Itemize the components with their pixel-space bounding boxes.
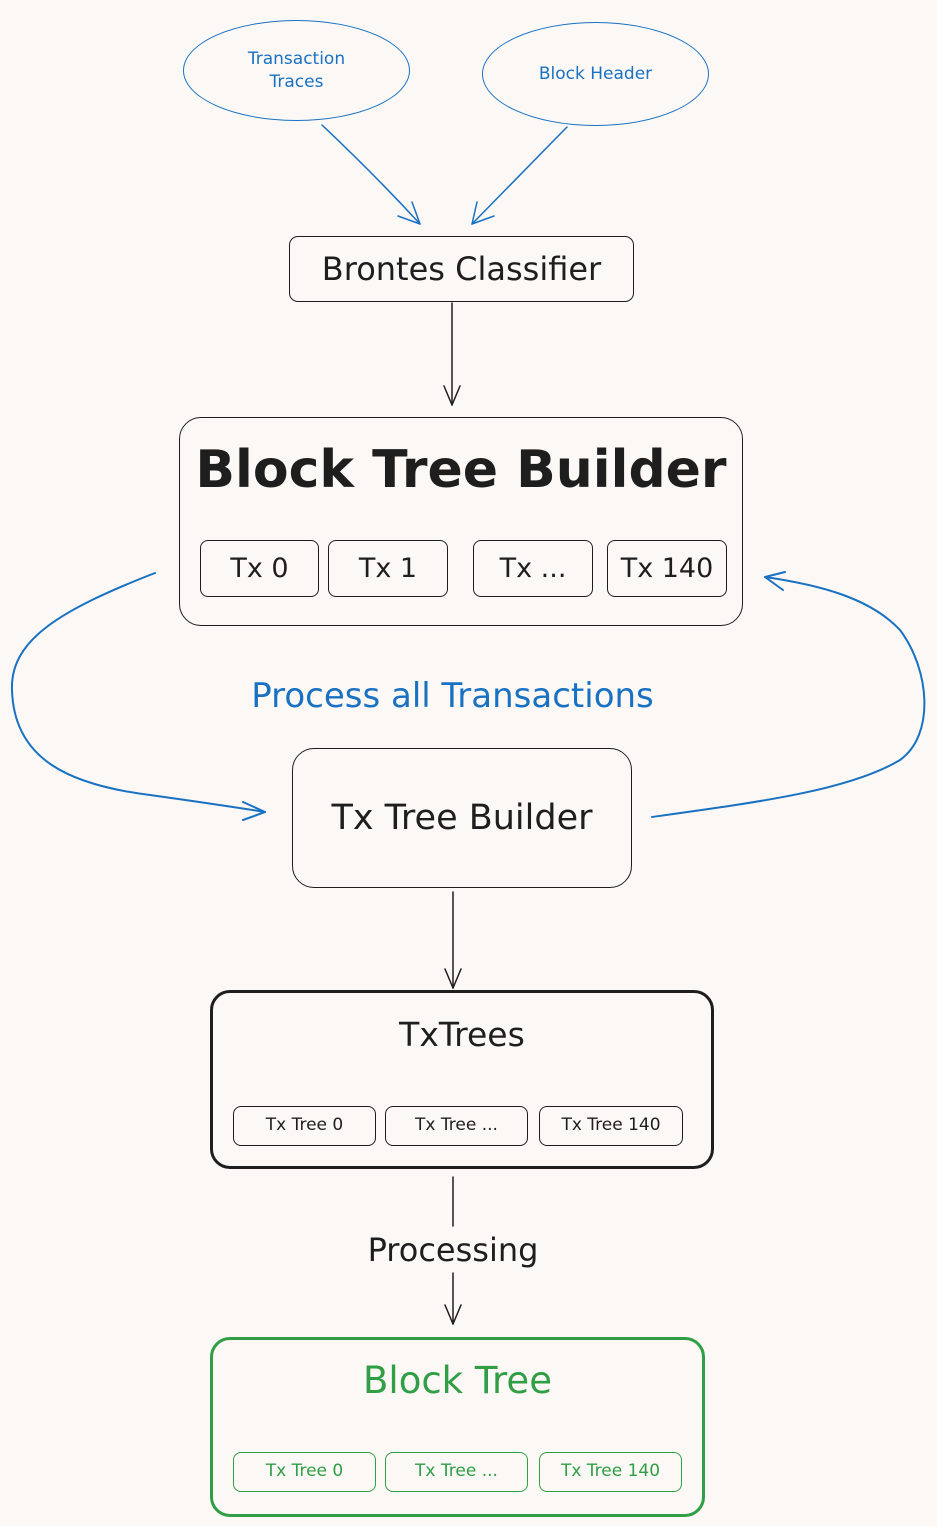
edge-header-to-classifier bbox=[471, 126, 568, 225]
block-header-node: Block Header bbox=[482, 22, 709, 126]
arrowhead-loop-left bbox=[242, 801, 266, 821]
txtrees-title: TxTrees bbox=[399, 1015, 525, 1055]
tx-item-1: Tx 1 bbox=[328, 540, 448, 597]
txtrees-item-ellipsis: Tx Tree ... bbox=[385, 1106, 528, 1146]
block-tree-builder-title: Block Tree Builder bbox=[195, 440, 727, 501]
arrowhead-txtrees bbox=[444, 968, 462, 989]
brontes-classifier-label: Brontes Classifier bbox=[321, 249, 602, 288]
arrowhead-btb bbox=[443, 385, 461, 406]
arrowhead-traces bbox=[397, 201, 421, 225]
transaction-traces-label-line1: Transaction bbox=[247, 48, 346, 69]
blocktree-item-140: Tx Tree 140 bbox=[539, 1452, 682, 1492]
processing-label: Processing bbox=[367, 1230, 539, 1269]
blocktree-item-0: Tx Tree 0 bbox=[233, 1452, 376, 1492]
block-tree-node: Block Tree Tx Tree 0 Tx Tree ... Tx Tree… bbox=[210, 1337, 705, 1517]
process-all-transactions-label: Process all Transactions bbox=[251, 676, 654, 717]
transaction-traces-label-line2: Traces bbox=[269, 71, 324, 92]
tx-tree-builder-label: Tx Tree Builder bbox=[331, 797, 593, 838]
brontes-classifier-node: Brontes Classifier bbox=[289, 236, 634, 302]
arrowhead-loop-right bbox=[764, 571, 786, 591]
block-header-label: Block Header bbox=[538, 63, 653, 84]
edge-traces-to-classifier bbox=[321, 124, 421, 225]
tx-item-ellipsis: Tx ... bbox=[473, 540, 593, 597]
txtrees-node: TxTrees Tx Tree 0 Tx Tree ... Tx Tree 14… bbox=[210, 990, 714, 1169]
txtrees-item-140: Tx Tree 140 bbox=[539, 1106, 683, 1146]
block-tree-title: Block Tree bbox=[363, 1358, 552, 1402]
arrowhead-blocktree bbox=[444, 1304, 462, 1325]
blocktree-item-ellipsis: Tx Tree ... bbox=[385, 1452, 528, 1492]
transaction-traces-node: Transaction Traces bbox=[183, 20, 410, 121]
arrowhead-header bbox=[471, 201, 495, 225]
txtrees-item-0: Tx Tree 0 bbox=[233, 1106, 376, 1146]
tx-item-140: Tx 140 bbox=[607, 540, 727, 597]
tx-item-0: Tx 0 bbox=[200, 540, 319, 597]
tx-tree-builder-node: Tx Tree Builder bbox=[292, 748, 632, 888]
block-tree-builder-node: Block Tree Builder Tx 0 Tx 1 Tx ... Tx 1… bbox=[179, 417, 743, 626]
